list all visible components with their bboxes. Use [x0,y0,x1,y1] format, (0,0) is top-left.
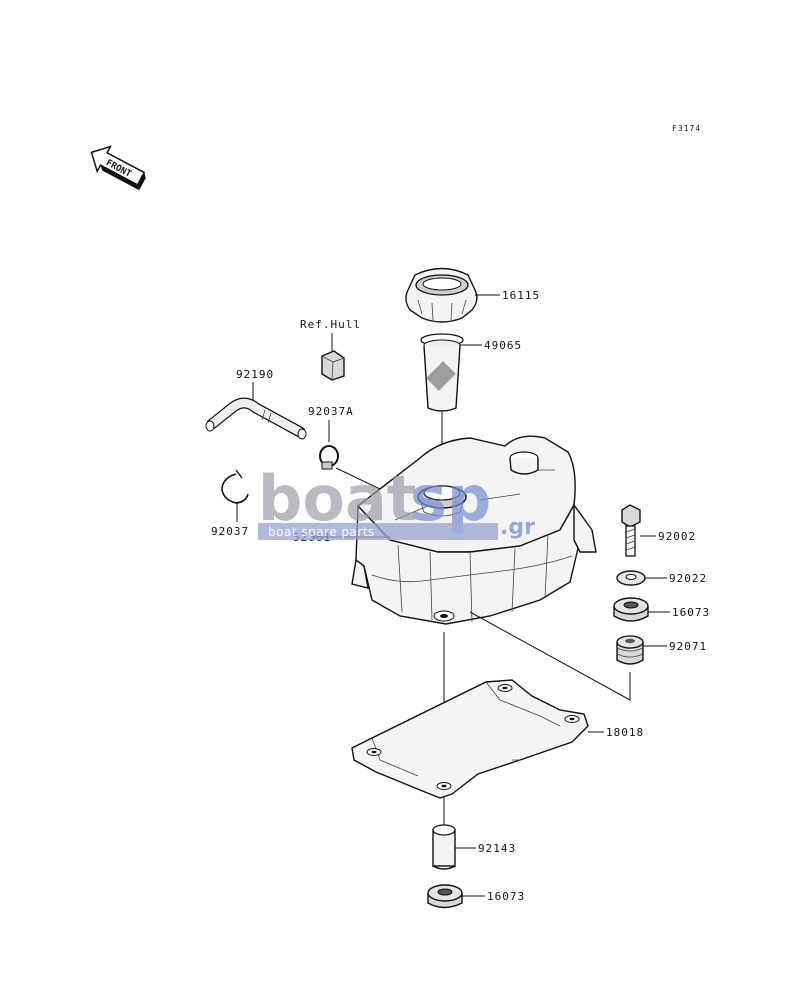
grommet-lower [427,884,463,909]
part-label-16115: 16115 [502,289,540,302]
vent-hose [205,397,307,440]
fuel-tank [351,435,597,625]
part-label-18018: 18018 [606,726,644,739]
grommet-upper [613,597,649,622]
hull-clip [321,350,345,381]
front-arrow-icon: FRONT [90,145,146,191]
figure-code: F3174 [672,124,701,133]
watermark-tagline: boat spare parts [268,525,375,539]
part-label-16073-upper: 16073 [672,606,710,619]
hose-clamp-a [319,445,339,470]
part-label-92022: 92022 [669,572,707,585]
hose-clamp [221,469,249,504]
watermark-brand-main: boat [258,462,416,535]
part-label-92143: 92143 [478,842,516,855]
damper [616,635,644,665]
ref-hull-label: Ref.Hull [300,318,361,331]
bolt [621,504,641,557]
watermark-logo: boat sp .gr boat spare parts [258,462,535,540]
part-label-92071: 92071 [669,640,707,653]
washer [616,570,646,586]
part-label-92002: 92002 [658,530,696,543]
collar [432,824,456,870]
part-label-49065: 49065 [484,339,522,352]
filter-mesh-icon [426,361,456,391]
part-label-16073-lower: 16073 [487,890,525,903]
watermark-brand-accent: sp [410,462,491,535]
fuel-cap [405,267,478,323]
fuel-filter [420,333,464,412]
part-label-92190: 92190 [236,368,274,381]
part-label-92037: 92037 [211,525,249,538]
mounting-bracket [351,679,589,799]
watermark-domain: .gr [500,515,535,540]
part-label-92037A: 92037A [308,405,354,418]
